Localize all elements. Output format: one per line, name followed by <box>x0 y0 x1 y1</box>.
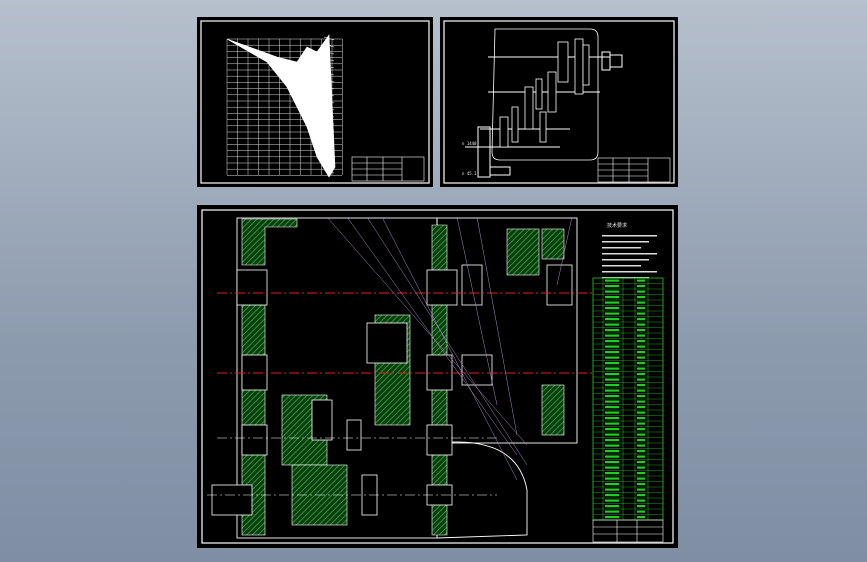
motor-speed-label: n 1440 <box>462 141 477 146</box>
notes-title: 技术要求 <box>607 222 627 229</box>
title-block <box>351 156 425 182</box>
motor-block <box>477 126 491 178</box>
rotation-chart-drawing <box>200 20 430 184</box>
title-block <box>597 157 671 183</box>
schematic-drawing: n 1440 n 45.1 <box>443 20 675 184</box>
housing-walls <box>241 218 565 536</box>
title-block <box>592 519 664 543</box>
sheet-expansion-drawing: 技术要求 <box>197 205 678 548</box>
output-speed-label: n 45.1 <box>462 171 477 176</box>
sheet-transmission-schematic: n 1440 n 45.1 <box>440 17 678 187</box>
expansion-drawing: 技术要求 <box>201 209 674 544</box>
sheet-rotation-chart <box>197 17 433 187</box>
